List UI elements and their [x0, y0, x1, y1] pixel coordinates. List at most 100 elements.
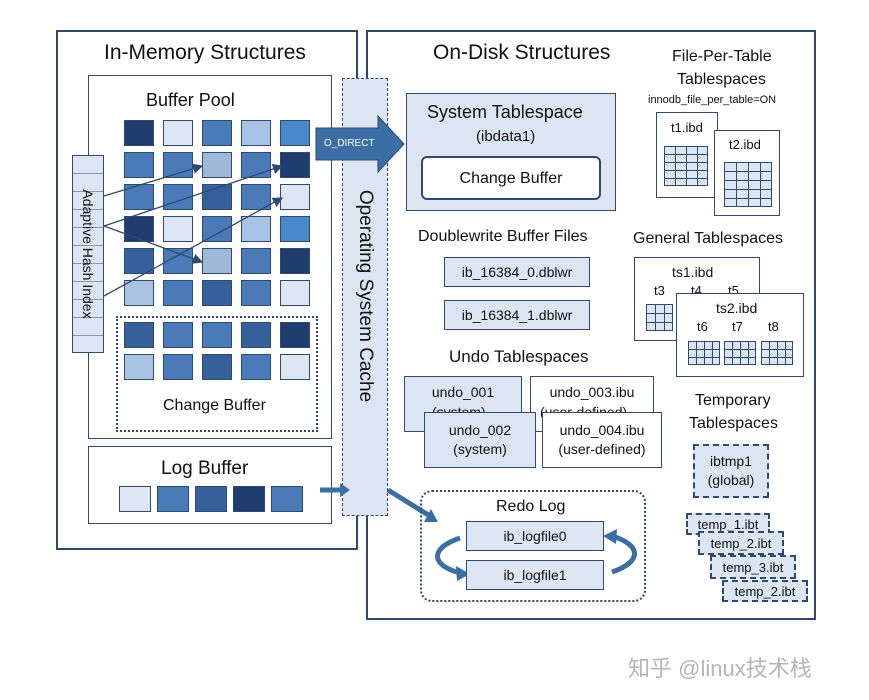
- buffer-pool-page: [280, 216, 310, 242]
- buffer-pool-page: [124, 152, 154, 178]
- temporary-title-1: Temporary: [695, 392, 771, 409]
- general-title: General Tablespaces: [633, 230, 784, 247]
- ts1-table-t3: t3: [654, 283, 665, 298]
- redo-cycle-arrow-left: [435, 535, 461, 576]
- undo-002: undo_002(system): [424, 412, 536, 468]
- change-buffer-region: [116, 316, 318, 432]
- buffer-pool-page: [124, 248, 154, 274]
- adaptive-hash-index-slots: [73, 156, 103, 352]
- buffer-pool-page: [280, 322, 310, 348]
- buffer-pool-page: [280, 184, 310, 210]
- buffer-pool-page: [202, 322, 232, 348]
- log-buffer-page: [157, 486, 189, 512]
- buffer-pool-page: [241, 152, 271, 178]
- undo-004: undo_004.ibu (user-defined): [542, 412, 662, 468]
- buffer-pool-page: [280, 152, 310, 178]
- t2-table: [724, 162, 772, 207]
- system-tablespace-file: (ibdata1): [476, 128, 536, 145]
- buffer-pool-page: [124, 354, 154, 380]
- undo-002-type: (system): [453, 441, 507, 457]
- fpt-title-2: Tablespaces: [677, 71, 766, 88]
- buffer-pool-page: [163, 280, 193, 306]
- buffer-pool-page: [202, 120, 232, 146]
- temporary-title-2: Tablespaces: [689, 415, 778, 432]
- undo-title: Undo Tablespaces: [449, 347, 589, 366]
- ts2-table-t7: t7: [732, 319, 743, 334]
- buffer-pool-page: [241, 280, 271, 306]
- ts1-table-t4: t4: [691, 283, 702, 298]
- doublewrite-title: Doublewrite Buffer Files: [418, 228, 588, 245]
- in-memory-title: In-Memory Structures: [104, 41, 306, 64]
- temp-file-2-label: temp_2.ibt: [710, 535, 772, 551]
- buffer-pool-page: [124, 216, 154, 242]
- temp-file-2: temp_2.ibt: [698, 531, 784, 555]
- log-buffer-page: [271, 486, 303, 512]
- buffer-pool-page: [124, 120, 154, 146]
- buffer-pool-page: [241, 354, 271, 380]
- ibtmp1-name: ibtmp1: [709, 453, 753, 469]
- buffer-pool-page: [163, 184, 193, 210]
- ts2-table-t6: t6: [697, 319, 708, 334]
- doublewrite-file-2: ib_16384_1.dblwr: [444, 300, 590, 330]
- system-tablespace-title: System Tablespace: [427, 102, 583, 122]
- ts1-table-t5: t5: [728, 283, 739, 298]
- hash-pointer-arrows: [103, 163, 284, 297]
- system-change-buffer: Change Buffer: [421, 156, 601, 200]
- buffer-pool-page: [280, 120, 310, 146]
- log-buffer-page: [119, 486, 151, 512]
- undo-001-name: undo_001: [431, 384, 495, 400]
- undo-004-name: undo_004.ibu: [559, 422, 645, 438]
- temp-file-4: temp_2.ibt: [722, 580, 808, 602]
- t2-ibd-label: t2.ibd: [729, 137, 761, 152]
- redo-log-title: Redo Log: [496, 498, 566, 515]
- redo-logfile-1: ib_logfile1: [466, 560, 604, 590]
- buffer-pool-page: [163, 322, 193, 348]
- redo-log-region: [420, 490, 646, 602]
- redo-logfile-0: ib_logfile0: [466, 521, 604, 551]
- watermark: 知乎 @linux技术栈: [628, 656, 812, 681]
- t1-table: [664, 146, 708, 186]
- buffer-pool-page: [202, 280, 232, 306]
- buffer-pool-page: [241, 184, 271, 210]
- fpt-setting: innodb_file_per_table=ON: [648, 94, 777, 106]
- buffer-pool-page: [280, 354, 310, 380]
- buffer-pool-page: [280, 280, 310, 306]
- buffer-pool-page: [241, 120, 271, 146]
- buffer-pool-page: [124, 322, 154, 348]
- change-buffer-label: Change Buffer: [163, 397, 266, 414]
- buffer-pool-title: Buffer Pool: [146, 90, 235, 110]
- ts2-table-t8: t8: [768, 319, 779, 334]
- t3-table: [646, 304, 673, 331]
- buffer-pool-page: [280, 248, 310, 274]
- log-buffer-page: [233, 486, 265, 512]
- temp-file-3: temp_3.ibt: [710, 555, 796, 579]
- doublewrite-file-1: ib_16384_0.dblwr: [444, 257, 590, 287]
- log-buffer-title: Log Buffer: [161, 458, 249, 479]
- ibtmp1-type: (global): [707, 472, 755, 488]
- undo-004-type: (user-defined): [558, 441, 646, 457]
- buffer-pool-page: [241, 216, 271, 242]
- buffer-pool-page: [202, 354, 232, 380]
- ts2-ibd-label: ts2.ibd: [716, 300, 758, 316]
- temp-file-4-label: temp_2.ibt: [734, 583, 796, 599]
- t7-table: [724, 341, 756, 365]
- log-buffer-page: [195, 486, 227, 512]
- fpt-title-1: File-Per-Table: [672, 48, 772, 65]
- o-direct-label: O_DIRECT: [324, 138, 375, 149]
- redo-cycle-arrow-right: [611, 533, 637, 575]
- buffer-pool-page: [163, 354, 193, 380]
- buffer-pool-page: [202, 248, 232, 274]
- undo-003-name: undo_003.ibu: [549, 384, 635, 400]
- buffer-pool-page: [163, 120, 193, 146]
- t1-ibd-label: t1.ibd: [671, 120, 703, 135]
- buffer-pool-page: [124, 280, 154, 306]
- buffer-pool-page: [241, 322, 271, 348]
- t8-table: [761, 341, 793, 365]
- t6-table: [688, 341, 720, 365]
- on-disk-title: On-Disk Structures: [433, 41, 611, 64]
- temp-file-1: temp_1.ibt: [686, 513, 770, 535]
- temp-file-1-label: temp_1.ibt: [697, 516, 759, 532]
- temp-file-3-label: temp_3.ibt: [722, 559, 784, 575]
- buffer-pool-page: [163, 216, 193, 242]
